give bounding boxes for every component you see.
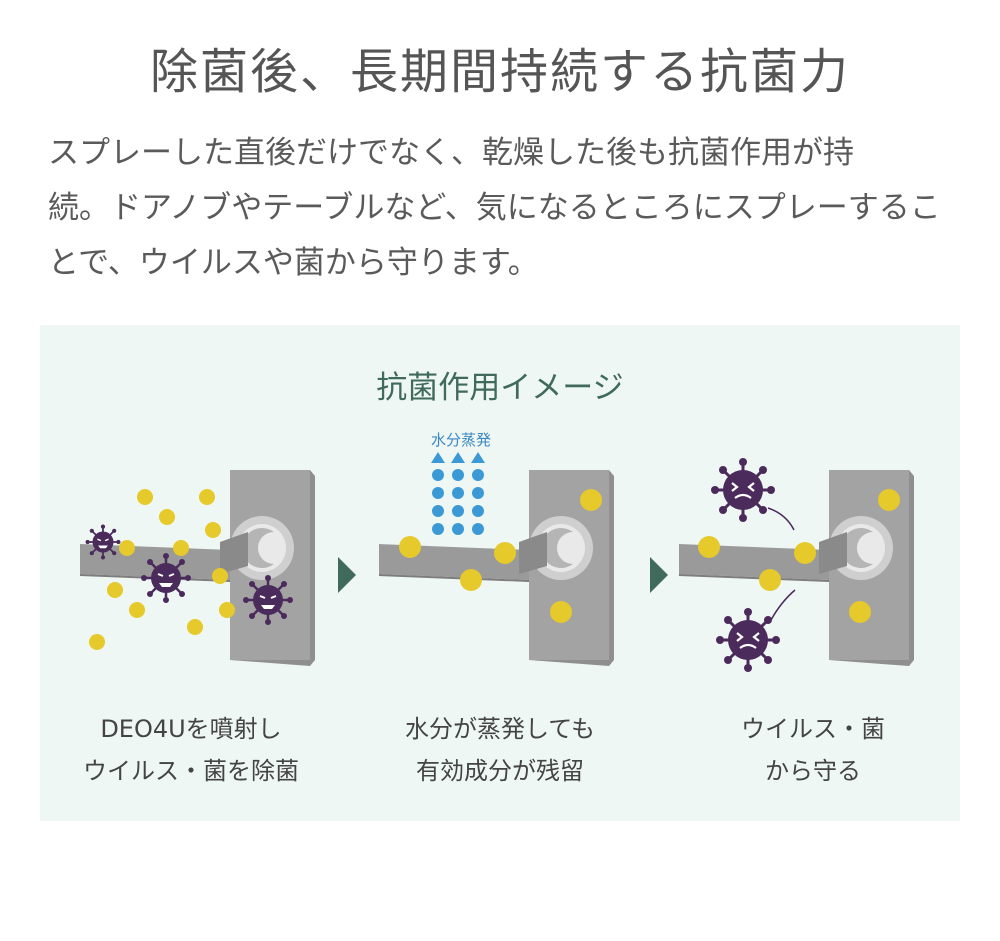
- virus-icon: [139, 551, 193, 605]
- step-1-illustration: [80, 470, 315, 666]
- step-1-caption: DEO4Uを噴射し ウイルス・菌を除菌: [41, 708, 341, 792]
- step-1-caption-line-2: ウイルス・菌を除菌: [83, 757, 299, 785]
- intro-line-2: 続。ドアノブやテーブルなど、気になるところにスプレーするこ: [48, 190, 941, 226]
- step-3-caption-line-1: ウイルス・菌: [741, 715, 885, 743]
- step-3-caption: ウイルス・菌 から守る: [663, 708, 963, 792]
- triangle-arrow-right-icon: [650, 557, 668, 593]
- triangle-arrow-right-icon: [338, 557, 356, 593]
- virus-icon: [84, 523, 122, 561]
- step-2-caption: 水分が蒸発しても 有効成分が残留: [350, 708, 650, 792]
- panel-title: 抗菌作用イメージ: [376, 370, 624, 406]
- step-2-caption-line-1: 水分が蒸発しても: [404, 715, 596, 743]
- step-3-caption-line-2: から守る: [765, 757, 861, 785]
- protective-particles: [698, 489, 900, 623]
- angry-virus-icon: [709, 456, 777, 524]
- evaporation-label: 水分蒸発: [431, 431, 491, 449]
- water-drops: [431, 452, 485, 535]
- intro-line-1: スプレーした直後だけでなく、乾燥した後も抗菌作用が持: [48, 135, 854, 171]
- virus-icon: [241, 573, 295, 627]
- spray-particles: [89, 489, 235, 650]
- door-handle-icon: [80, 470, 315, 666]
- step-3-illustration: [679, 456, 914, 674]
- step-2-illustration: 水分蒸発: [379, 431, 614, 666]
- step-2-caption-line-2: 有効成分が残留: [416, 757, 584, 785]
- residue-particles: [399, 489, 602, 623]
- angry-virus-icon: [714, 606, 782, 674]
- step-1-caption-line-1: DEO4Uを噴射し: [100, 715, 282, 743]
- intro-line-3: とで、ウイルスや菌から守ります。: [48, 245, 539, 281]
- page-title: 除菌後、長期間持続する抗菌力: [149, 44, 850, 100]
- intro-text: スプレーした直後だけでなく、乾燥した後も抗菌作用が持 続。ドアノブやテーブルなど…: [48, 126, 958, 291]
- door-handle-icon: [379, 470, 614, 666]
